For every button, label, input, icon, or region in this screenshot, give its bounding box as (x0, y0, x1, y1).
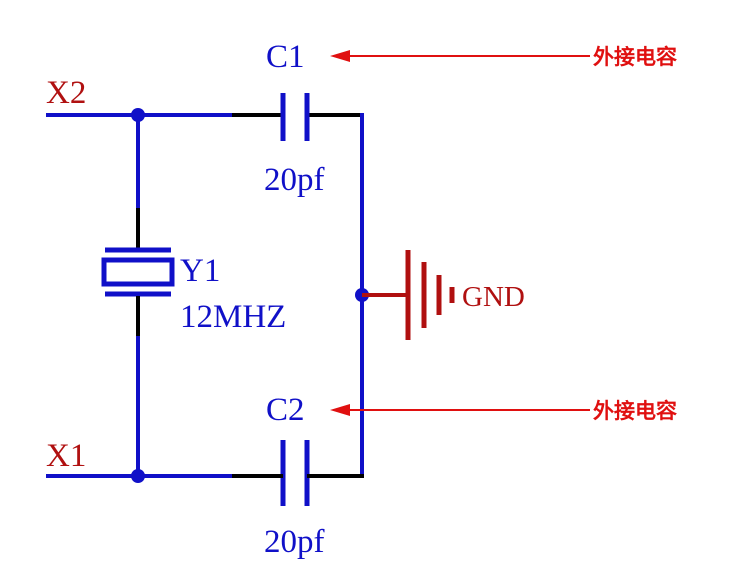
y1-crystal-body (101, 257, 175, 287)
capacitor-c1: C1 20pf (264, 39, 325, 198)
c2-arrowhead (330, 404, 350, 416)
y1-value-label: 12MHZ (180, 299, 286, 335)
capacitor-c2: C2 20pf (264, 392, 325, 560)
c2-ref-label: C2 (266, 392, 305, 428)
x2-net-label: X2 (46, 75, 86, 111)
gnd-label: GND (462, 281, 525, 313)
c2-annotation: 外接电容 (330, 399, 677, 423)
crystal-y1: Y1 12MHZ (101, 115, 286, 476)
c1-arrowhead (330, 50, 350, 62)
ground-symbol: GND (362, 250, 525, 340)
y1-ref-label: Y1 (180, 253, 220, 289)
x2-net: X2 (46, 75, 362, 122)
c1-value-label: 20pf (264, 162, 325, 198)
c1-annotation-text: 外接电容 (593, 45, 677, 69)
c1-annotation: 外接电容 (330, 45, 677, 69)
x1-junction-dot (131, 469, 145, 483)
x1-net: X1 (46, 438, 364, 483)
x1-net-label: X1 (46, 438, 86, 474)
c2-annotation-text: 外接电容 (593, 399, 677, 423)
c1-ref-label: C1 (266, 39, 305, 75)
c2-value-label: 20pf (264, 524, 325, 560)
